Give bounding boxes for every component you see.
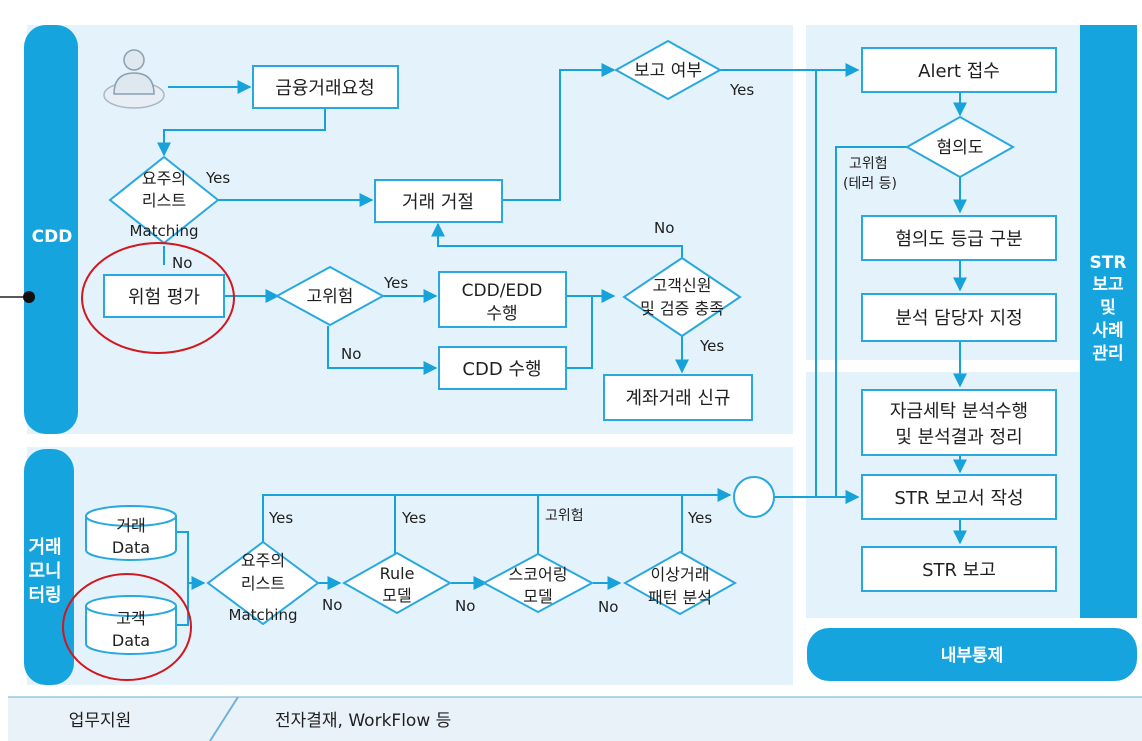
svg-text:Matching: Matching [229, 606, 298, 624]
svg-text:이상거래: 이상거래 [651, 565, 710, 584]
label-tm-no-2: No [455, 597, 475, 615]
cdd-section-label: CDD [32, 227, 73, 247]
str-label-3: 및 [1100, 298, 1116, 318]
svg-text:혐의도 등급 구분: 혐의도 등급 구분 [895, 229, 1022, 250]
node-suspicion: 혐의도 [904, 115, 1016, 179]
svg-text:CDD/EDD: CDD/EDD [462, 281, 543, 301]
svg-text:고위험: 고위험 [307, 287, 354, 307]
cdd-section-bar [24, 25, 78, 434]
svg-text:요주의: 요주의 [142, 169, 186, 188]
svg-text:CDD 수행: CDD 수행 [462, 359, 541, 380]
node-high-risk: 고위험 [274, 265, 386, 327]
label-tm-yes-1: Yes [268, 509, 293, 527]
str-label-2: 보고 [1092, 275, 1124, 295]
label-tm-yes-3: Yes [687, 509, 712, 527]
label-terror-2: (테러 등) [843, 176, 897, 192]
node-rule-model: Rule 모델 [341, 551, 453, 615]
internal-control-label: 내부통제 [941, 646, 1004, 666]
svg-text:고객: 고객 [116, 609, 145, 628]
node-suspicion-grade: 혐의도 등급 구분 [861, 215, 1057, 261]
svg-text:스코어링: 스코어링 [509, 565, 568, 584]
support-bar-divider [209, 696, 239, 741]
svg-text:Alert 접수: Alert 접수 [918, 61, 1000, 82]
svg-text:모델: 모델 [382, 586, 411, 605]
svg-text:보고 여부: 보고 여부 [634, 61, 702, 81]
svg-text:STR 보고: STR 보고 [922, 560, 996, 581]
node-financial-request: 금융거래요청 [252, 65, 399, 109]
svg-text:계좌거래 신규: 계좌거래 신규 [625, 388, 730, 409]
label-watchlist-no: No [172, 254, 192, 272]
label-tm-no-3: No [598, 598, 618, 616]
svg-text:Data: Data [112, 538, 150, 557]
svg-text:STR 보고서 작성: STR 보고서 작성 [894, 488, 1023, 509]
internal-control-bar [807, 628, 1137, 681]
label-highrisk-no: No [341, 345, 361, 363]
support-bar [8, 697, 1142, 741]
svg-text:고객신원: 고객신원 [653, 276, 712, 295]
label-watchlist-yes: Yes [205, 169, 230, 187]
node-report-decision: 보고 여부 [613, 39, 723, 101]
svg-text:및 분석결과 정리: 및 분석결과 정리 [895, 427, 1022, 448]
label-tm-yes-2: Yes [401, 509, 426, 527]
svg-text:패턴 분석: 패턴 분석 [648, 588, 712, 607]
highlight-circle-risk [81, 242, 235, 354]
svg-text:Data: Data [112, 631, 150, 650]
node-str-write: STR 보고서 작성 [861, 474, 1057, 520]
svg-text:금융거래요청: 금융거래요청 [275, 78, 374, 99]
svg-text:자금세탁 분석수행: 자금세탁 분석수행 [890, 401, 1028, 422]
node-pattern: 이상거래 패턴 분석 [622, 550, 738, 616]
footer-right: 전자결재, WorkFlow 등 [275, 711, 451, 731]
svg-text:분석 담당자 지정: 분석 담당자 지정 [895, 308, 1022, 329]
label-report-yes: Yes [729, 81, 754, 99]
node-str-report: STR 보고 [861, 546, 1057, 592]
node-txn-data: 거래 Data [85, 505, 177, 561]
monitoring-section-bar [24, 449, 74, 685]
svg-text:리스트: 리스트 [241, 574, 285, 593]
svg-text:Rule: Rule [380, 564, 415, 583]
highlight-circle-customer [62, 573, 192, 681]
node-cust-data: 고객 Data [85, 595, 177, 655]
node-cdd-edd: CDD/EDD 수행 [438, 271, 567, 328]
label-tm-no-1: No [322, 596, 342, 614]
svg-text:수행: 수행 [486, 304, 517, 324]
str-label-1: STR [1090, 253, 1127, 273]
str-section-bar [1080, 25, 1137, 618]
merge-circle [733, 476, 775, 518]
label-identity-no: No [654, 219, 674, 237]
node-new-account: 계좌거래 신규 [603, 374, 753, 421]
node-assign-analyst: 분석 담당자 지정 [861, 293, 1057, 342]
str-label-5: 관리 [1092, 344, 1123, 364]
svg-text:Matching: Matching [130, 222, 199, 240]
svg-text:모델: 모델 [523, 587, 552, 606]
node-cdd-perform: CDD 수행 [438, 346, 567, 390]
svg-text:및 검증 충족: 및 검증 충족 [640, 299, 724, 318]
label-highrisk-yes: Yes [383, 274, 408, 292]
monitoring-label-2: 모니 [28, 561, 61, 582]
node-watchlist-cdd: 요주의 리스트 Matching [108, 155, 220, 245]
monitoring-label-1: 거래 [28, 537, 61, 558]
svg-text:요주의: 요주의 [241, 551, 285, 570]
node-ml-analysis: 자금세탁 분석수행 및 분석결과 정리 [861, 389, 1057, 456]
label-identity-yes: Yes [699, 337, 724, 355]
svg-text:혐의도: 혐의도 [937, 138, 984, 158]
user-icon [103, 49, 165, 109]
label-terror-1: 고위험 [849, 156, 888, 172]
external-dot [23, 291, 35, 303]
node-scoring-model: 스코어링 모델 [481, 552, 595, 614]
label-tm-highrisk: 고위험 [545, 508, 584, 524]
svg-text:거래: 거래 [116, 516, 145, 535]
footer-left: 업무지원 [69, 711, 132, 731]
svg-text:위험 평가: 위험 평가 [128, 287, 200, 308]
svg-text:리스트: 리스트 [142, 191, 186, 210]
node-watchlist-tm: 요주의 리스트 Matching [206, 540, 320, 626]
node-alert: Alert 접수 [861, 47, 1057, 93]
node-identity-check: 고객신원 및 검증 충족 [622, 256, 742, 338]
node-reject: 거래 거절 [374, 179, 503, 223]
str-label-4: 사례 [1092, 321, 1123, 341]
node-risk-assess: 위험 평가 [103, 274, 225, 318]
svg-text:거래 거절: 거래 거절 [402, 192, 474, 213]
monitoring-label-3: 터링 [28, 585, 61, 606]
